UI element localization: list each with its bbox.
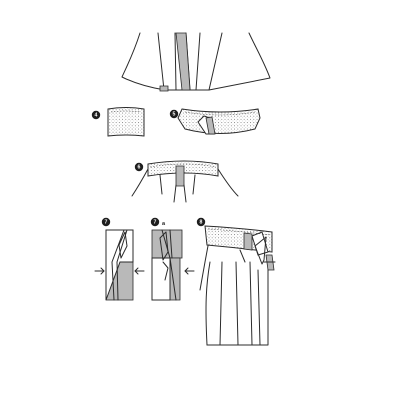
step-6-waistband-attached: 6	[131, 160, 239, 203]
step-7-seam-detail: 7	[94, 217, 145, 301]
svg-text:7: 7	[105, 219, 108, 225]
step-badge-7: 7	[101, 217, 111, 227]
svg-text:5: 5	[173, 111, 176, 117]
step-4-waistband-piece: 4	[91, 107, 145, 137]
step-7a-suffix: a	[162, 221, 166, 227]
svg-text:6: 6	[138, 164, 141, 170]
step-badge-8: 8	[196, 217, 206, 227]
step-badge-4: 4	[91, 110, 101, 120]
skirt-top-illustration	[121, 32, 271, 92]
svg-text:8: 8	[200, 219, 203, 225]
step-badge-5: 5	[169, 109, 179, 119]
step-8-finished-panel: 8	[196, 217, 276, 346]
step-7a-seam-detail: 7 a	[150, 217, 195, 301]
svg-text:4: 4	[95, 112, 98, 118]
step-badge-7a: 7	[150, 217, 160, 227]
step-badge-6: 6	[134, 162, 144, 172]
step-5-curved-waistband: 5	[169, 108, 261, 135]
svg-text:7: 7	[154, 219, 157, 225]
